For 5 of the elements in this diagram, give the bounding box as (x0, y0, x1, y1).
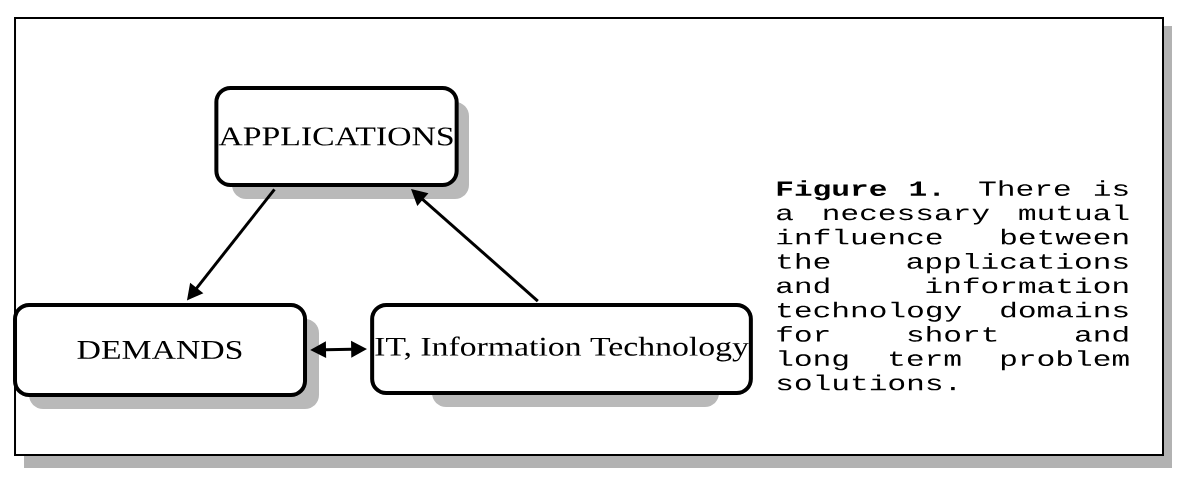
figure-caption: Figure 1. There is a necessary mutual influence between the applications and information technology domains for short and long term problem solutions. (777, 180, 1129, 391)
arrow (411, 189, 539, 303)
rounded-box: IT, Information Technology (370, 303, 753, 407)
rounded-box: APPLICATIONS (214, 86, 469, 199)
rounded-box: DEMANDS (13, 303, 319, 409)
